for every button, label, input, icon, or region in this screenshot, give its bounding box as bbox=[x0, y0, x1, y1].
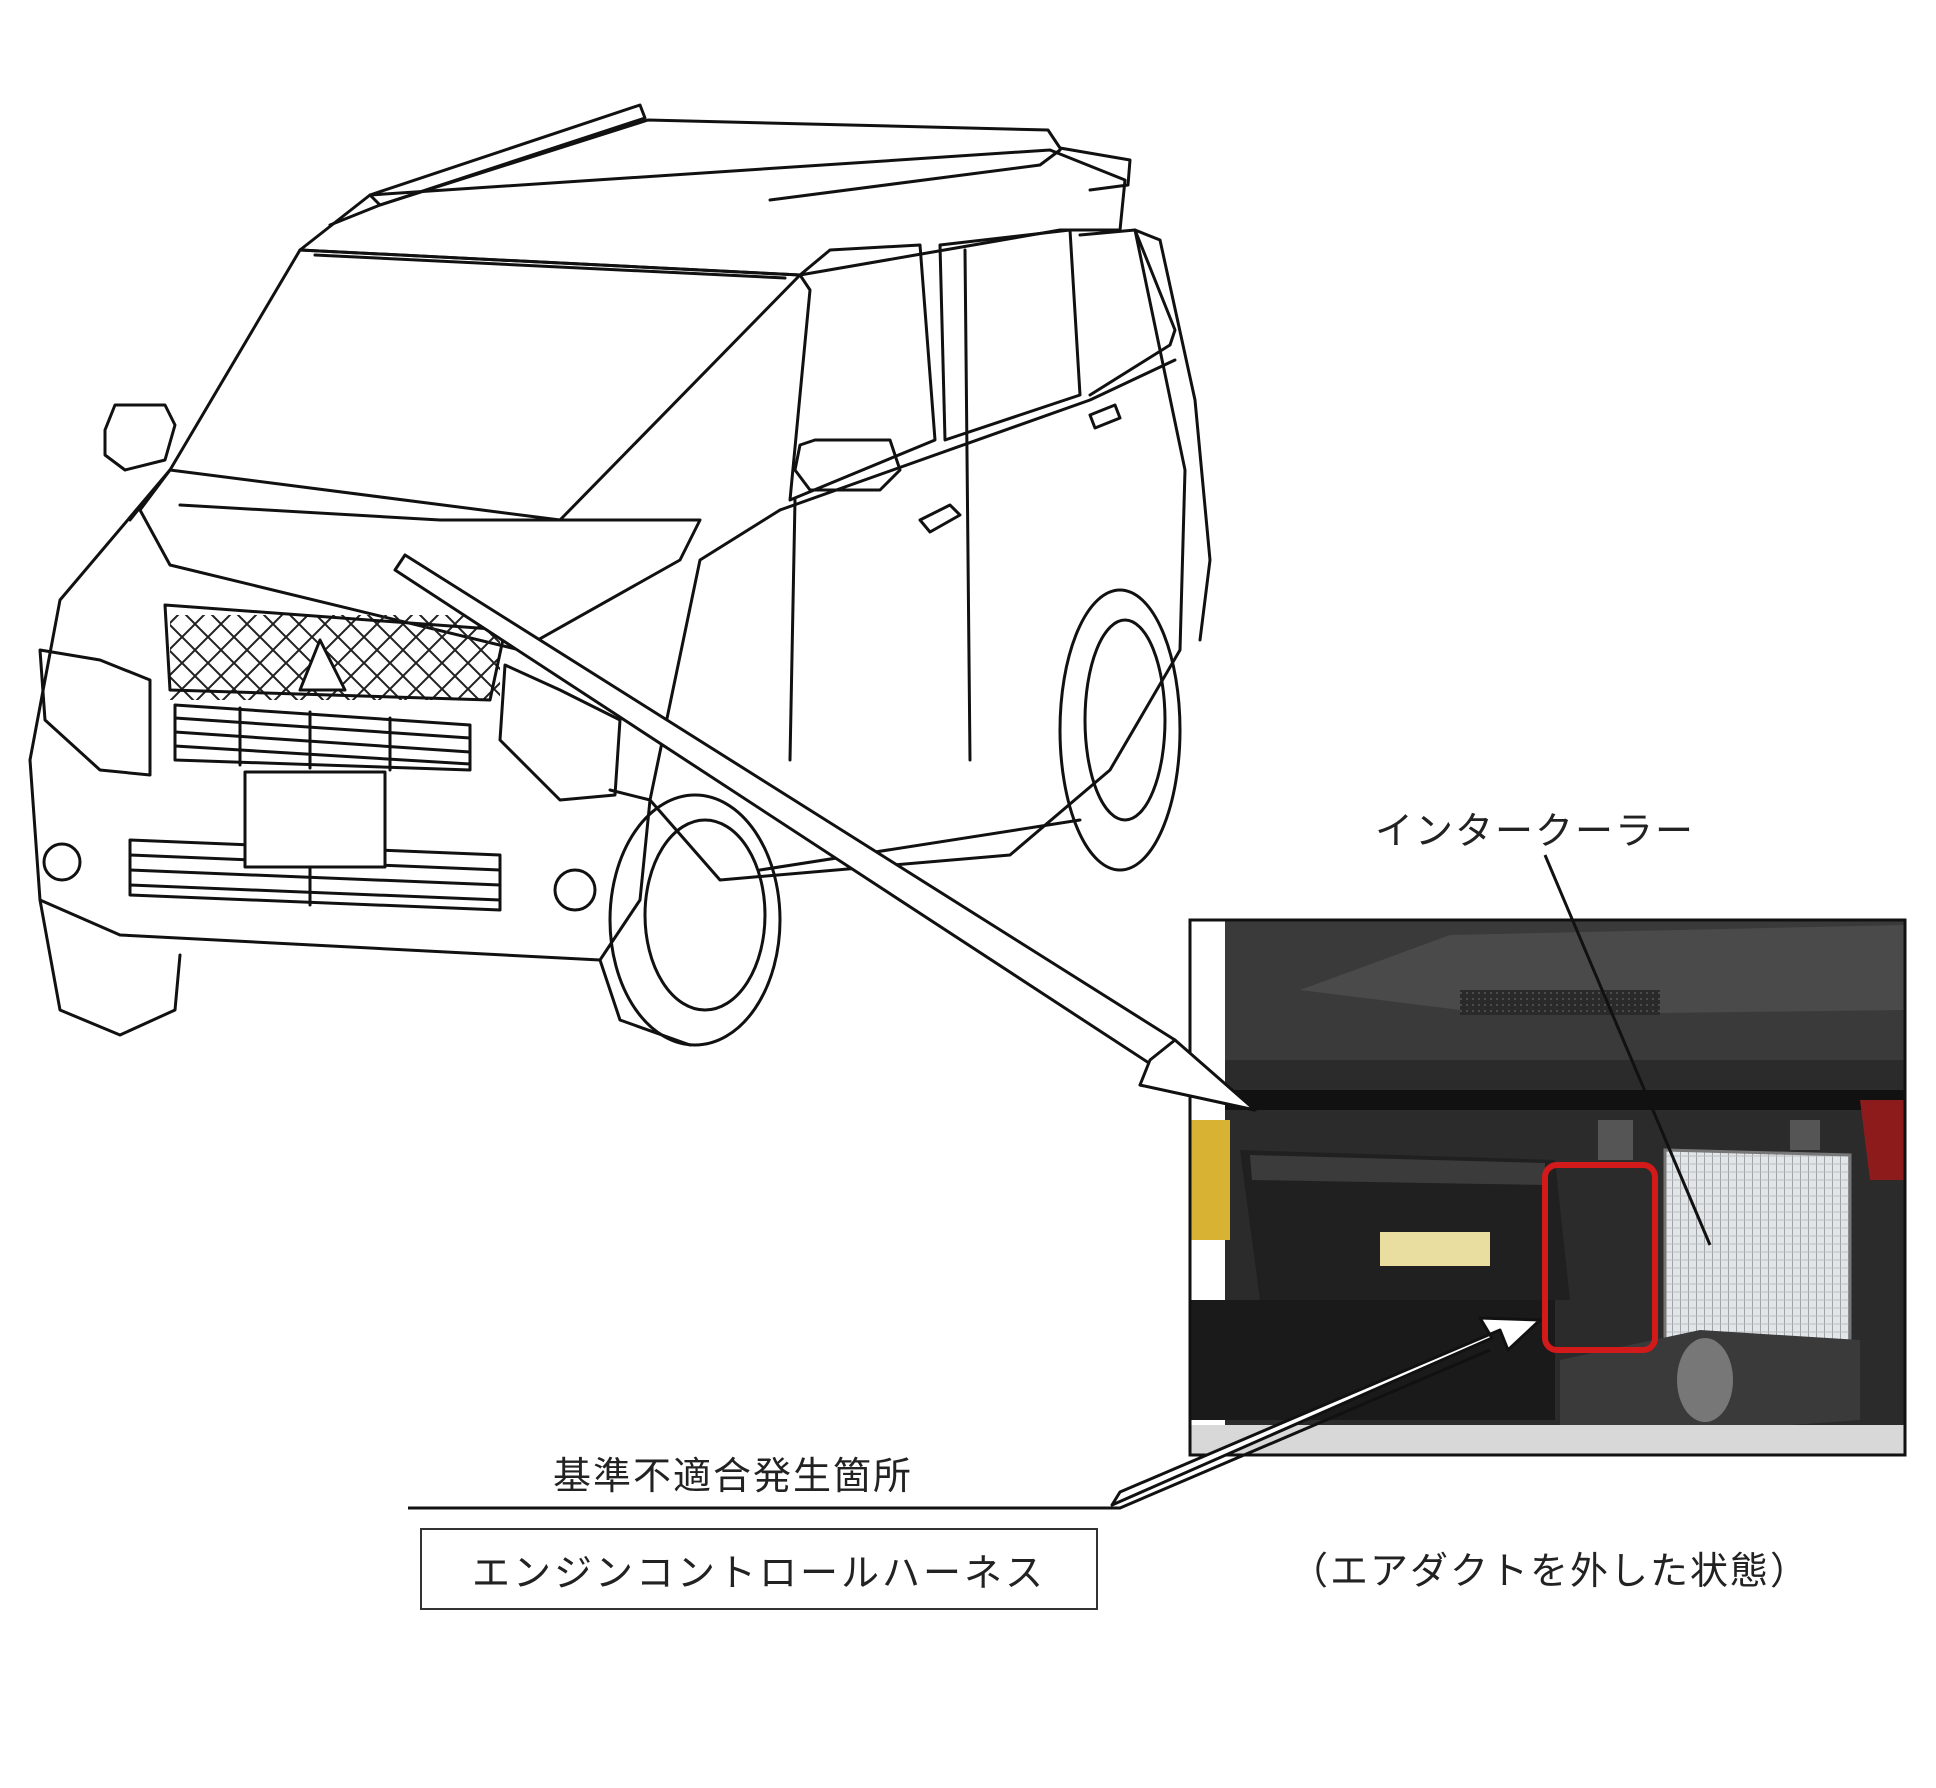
car-illustration bbox=[28, 103, 1212, 1047]
engine-bay-photo bbox=[1188, 918, 1907, 1457]
engine-control-harness-label: エンジンコントロールハーネス bbox=[471, 1550, 1046, 1595]
highlight-box bbox=[1542, 1162, 1658, 1353]
arrows bbox=[393, 553, 1542, 1507]
intercooler-label: インタークーラー bbox=[1375, 809, 1696, 853]
engine-control-harness-box: エンジンコントロールハーネス bbox=[420, 1528, 1098, 1610]
nonconformity-location-label: 基準不適合発生箇所 bbox=[553, 1454, 914, 1498]
leader-lines bbox=[408, 854, 1712, 1510]
air-duct-removed-caption: （エアダクトを外した状態） bbox=[1290, 1549, 1811, 1593]
